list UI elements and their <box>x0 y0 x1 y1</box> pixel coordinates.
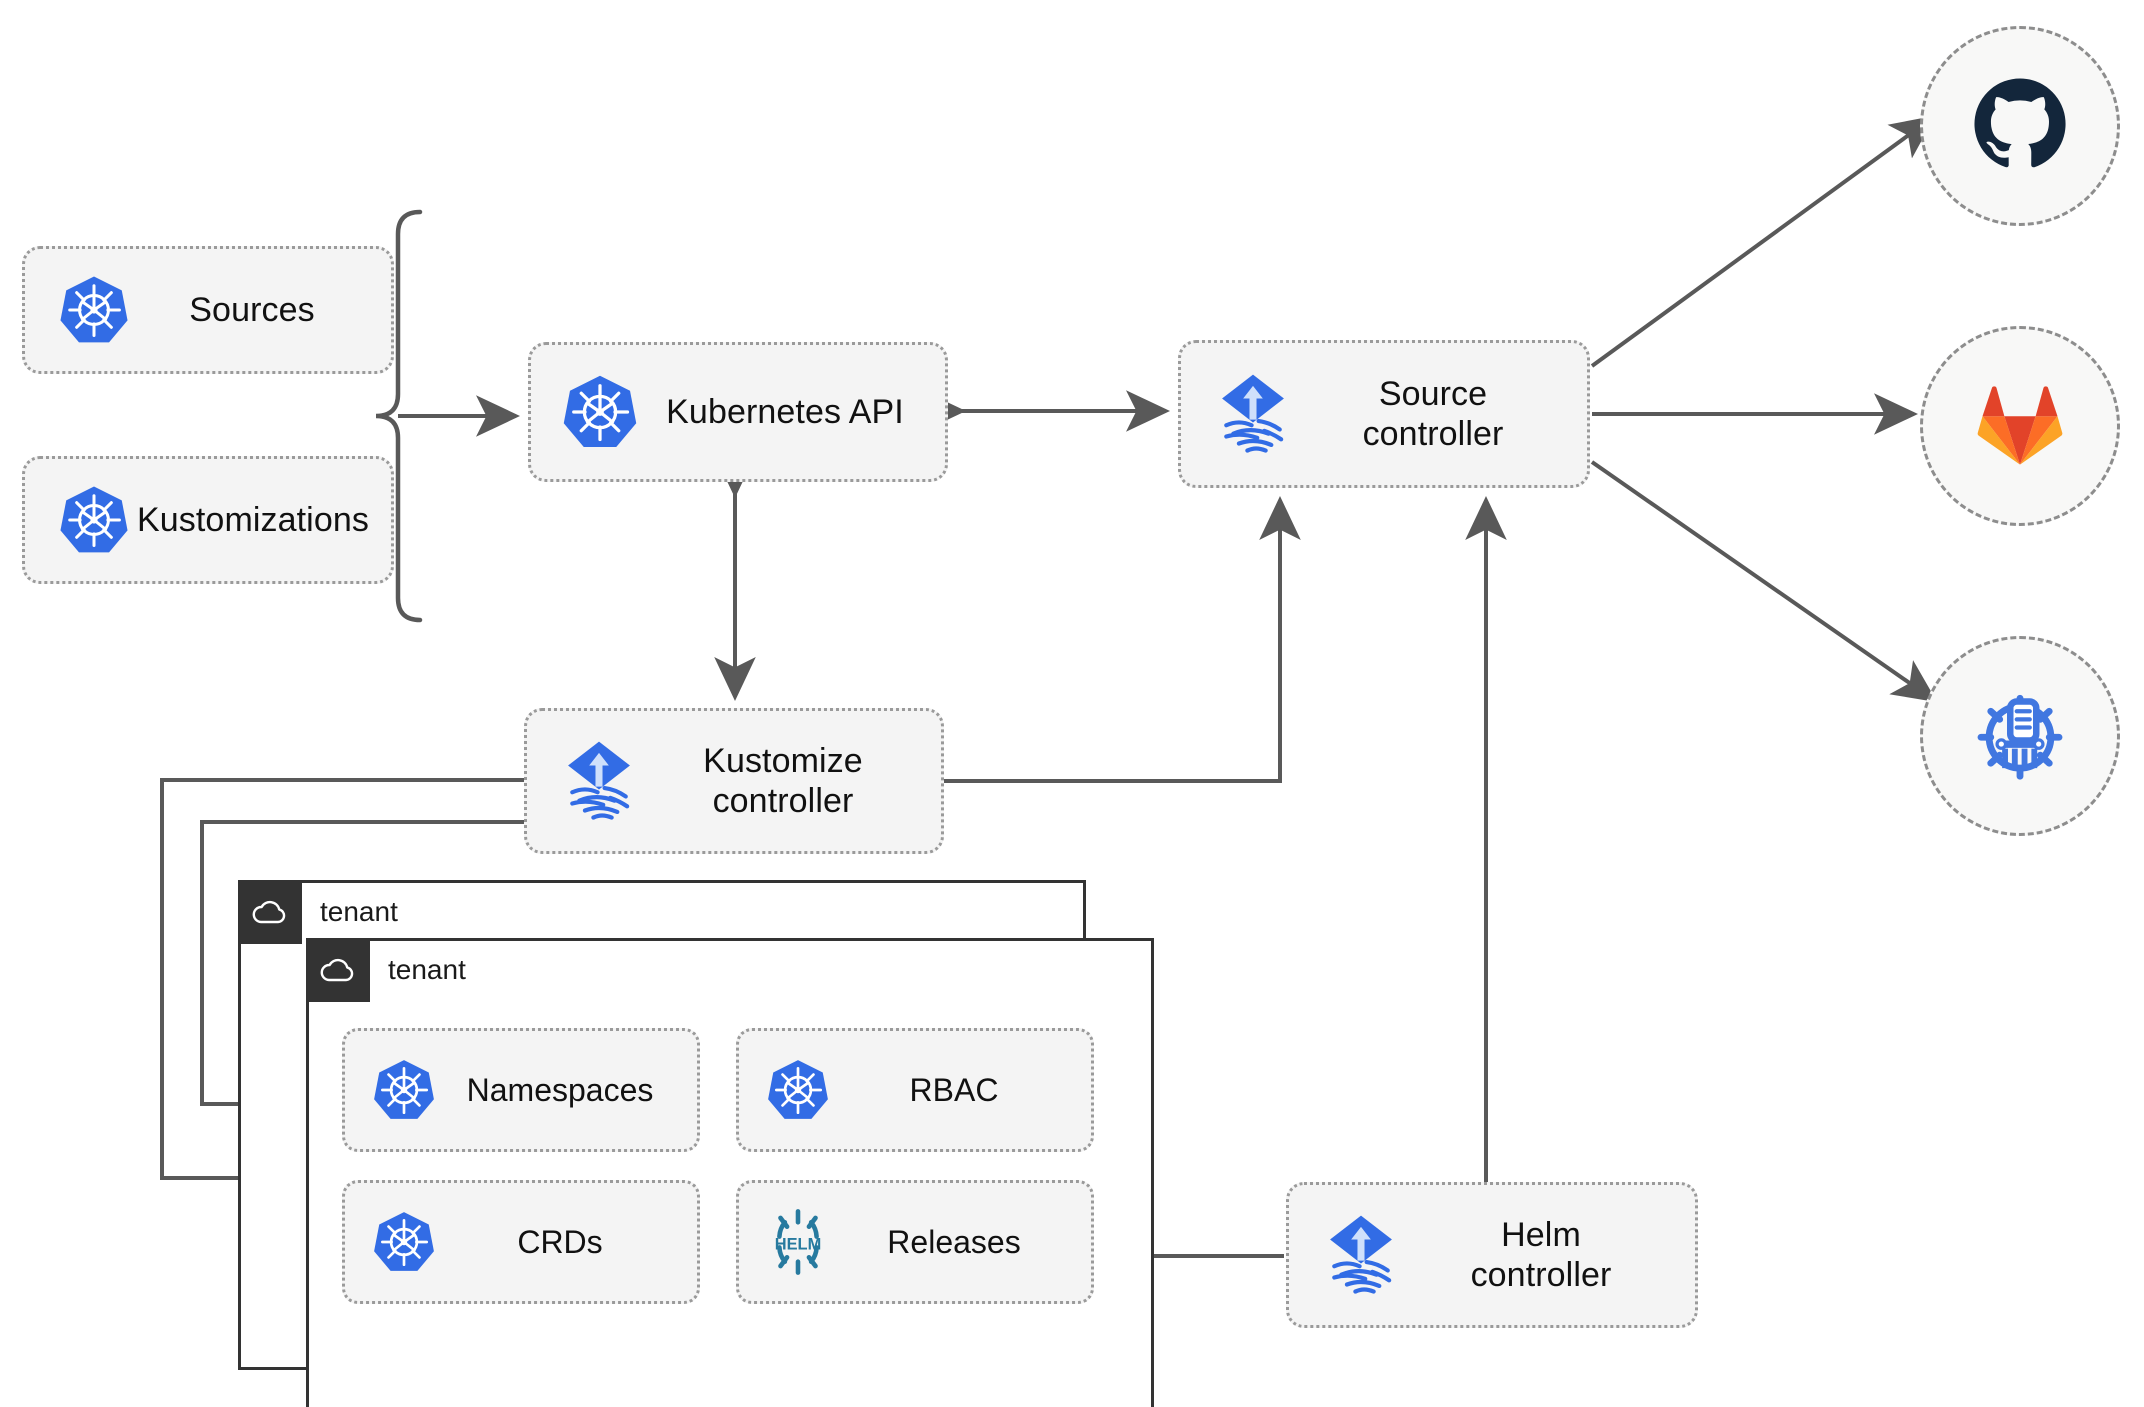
resource-releases-label: Releases <box>887 1223 1021 1260</box>
tenant-container-front[interactable]: tenant <box>306 938 1154 1407</box>
node-sources-label: Sources <box>189 290 315 329</box>
node-source-controller-label: Source controller <box>1362 374 1504 453</box>
node-kustomize-controller-label: Kustomize controller <box>703 741 863 820</box>
node-kustomizations-label: Kustomizations <box>137 500 369 539</box>
resource-rbac-label: RBAC <box>909 1071 999 1108</box>
kubernetes-icon <box>51 483 137 557</box>
tenant-header: tenant <box>306 938 466 1002</box>
svg-text:HELM: HELM <box>775 1236 821 1254</box>
cloud-icon <box>238 880 302 944</box>
github-icon <box>1968 72 2072 181</box>
node-kubernetes-api[interactable]: Kubernetes API <box>528 342 948 482</box>
tenant-header: tenant <box>238 880 398 944</box>
node-helm-controller[interactable]: Helm controller <box>1286 1182 1698 1328</box>
helm-icon: HELM <box>761 1207 835 1277</box>
resource-crds-label: CRDs <box>517 1223 603 1260</box>
node-sources[interactable]: Sources <box>22 246 394 374</box>
wire-sctrl-helmrepo <box>1590 460 1938 703</box>
flux-icon <box>1315 1210 1407 1300</box>
node-kubernetes-api-label: Kubernetes API <box>666 392 904 431</box>
cloud-icon <box>306 938 370 1002</box>
kubernetes-icon <box>367 1057 441 1123</box>
flux-icon <box>553 736 645 826</box>
wire-kctrl-sctrl <box>944 496 1301 783</box>
kubernetes-icon <box>761 1057 835 1123</box>
kubernetes-icon <box>51 273 137 347</box>
resource-crds[interactable]: CRDs <box>342 1180 700 1304</box>
provider-gitlab[interactable] <box>1920 326 2120 526</box>
node-helm-controller-label: Helm controller <box>1470 1215 1612 1294</box>
gitlab-icon <box>1970 374 2070 479</box>
provider-github[interactable] <box>1920 26 2120 226</box>
resource-rbac[interactable]: RBAC <box>736 1028 1094 1152</box>
provider-helm-repository[interactable] <box>1920 636 2120 836</box>
node-kustomizations[interactable]: Kustomizations <box>22 456 394 584</box>
node-kustomize-controller[interactable]: Kustomize controller <box>524 708 944 854</box>
kubernetes-icon <box>557 372 643 452</box>
flux-icon <box>1207 369 1299 459</box>
resource-namespaces[interactable]: Namespaces <box>342 1028 700 1152</box>
resource-namespaces-label: Namespaces <box>466 1071 654 1108</box>
helm-repository-icon <box>1968 682 2072 791</box>
resource-releases[interactable]: HELM Releases <box>736 1180 1094 1304</box>
tenant-name: tenant <box>388 954 466 985</box>
tenant-name: tenant <box>320 896 398 927</box>
node-source-controller[interactable]: Source controller <box>1178 340 1590 488</box>
kubernetes-icon <box>367 1209 441 1275</box>
wire-sctrl-github <box>1590 115 1936 368</box>
